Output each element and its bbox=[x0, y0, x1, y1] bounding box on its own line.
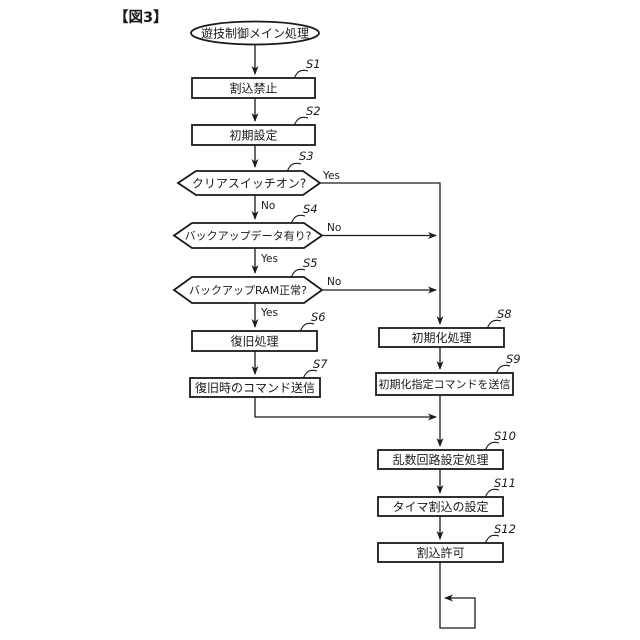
s9-step-label: S9 bbox=[506, 352, 521, 366]
s5-step-label: S5 bbox=[303, 256, 318, 270]
s4-yes-label: Yes bbox=[260, 253, 278, 265]
s11-process-label: タイマ割込の設定 bbox=[392, 499, 488, 514]
s2-process-shape bbox=[191, 124, 316, 146]
step-labels: S1 S2 S3 S4 S5 S6 S7 S8 S9 S10 S11 S12 bbox=[286, 57, 521, 545]
node-start: 遊技制御メイン処理 bbox=[190, 20, 320, 46]
s7-process-shape bbox=[189, 377, 321, 398]
edge-s3-yes-s8 bbox=[320, 182, 444, 325]
s6-process-shape bbox=[191, 330, 318, 352]
s8-step-label: S8 bbox=[497, 307, 512, 321]
node-s12: 割込許可 bbox=[377, 542, 504, 563]
node-s4: バックアップデータ有り? bbox=[172, 222, 324, 249]
s2-step-label: S2 bbox=[306, 104, 321, 118]
node-s2: 初期設定 bbox=[191, 124, 316, 146]
edge-main-loop bbox=[439, 562, 476, 629]
s4-step-label: S4 bbox=[303, 202, 318, 216]
node-s5: バックアップRAM正常? bbox=[172, 276, 324, 304]
s12-process-shape bbox=[377, 542, 504, 563]
node-s6: 復旧処理 bbox=[191, 330, 318, 352]
s11-process-shape bbox=[377, 496, 504, 517]
s10-process-shape bbox=[377, 449, 504, 470]
s1-step-label: S1 bbox=[306, 57, 321, 71]
s5-no-label: No bbox=[327, 276, 341, 288]
s9-process-label: 初期化指定コマンドを送信 bbox=[379, 377, 511, 391]
s6-step-label: S6 bbox=[311, 310, 326, 324]
s10-step-label: S10 bbox=[494, 429, 516, 443]
s1-process-label: 割込禁止 bbox=[229, 81, 277, 96]
s12-process-label: 割込許可 bbox=[416, 545, 464, 560]
branch-labels: Yes No No Yes No Yes bbox=[260, 170, 341, 319]
s6-process-label: 復旧処理 bbox=[230, 334, 278, 349]
s2-process-label: 初期設定 bbox=[229, 128, 277, 143]
s5-yes-label: Yes bbox=[260, 307, 278, 319]
s4-decision-shape bbox=[172, 222, 324, 249]
s11-step-label: S11 bbox=[494, 476, 516, 490]
s7-step-label: S7 bbox=[313, 357, 328, 371]
s9-process-shape bbox=[375, 372, 514, 396]
node-s8: 初期化処理 bbox=[378, 327, 505, 348]
start-terminal-label: 遊技制御メイン処理 bbox=[201, 26, 309, 41]
s4-decision-label: バックアップデータ有り? bbox=[185, 229, 312, 243]
s8-process-shape bbox=[378, 327, 505, 348]
node-s9: 初期化指定コマンドを送信 bbox=[375, 372, 514, 396]
start-terminal-shape bbox=[190, 20, 320, 46]
connectors bbox=[251, 44, 476, 629]
node-s1: 割込禁止 bbox=[191, 77, 316, 99]
s5-decision-label: バックアップRAM正常? bbox=[189, 284, 307, 297]
s5-decision-shape bbox=[172, 276, 324, 304]
s10-process-label: 乱数回路設定処理 bbox=[392, 452, 488, 467]
node-s7: 復旧時のコマンド送信 bbox=[189, 377, 321, 398]
figure-title: 【図3】 bbox=[114, 9, 168, 26]
s3-step-label: S3 bbox=[299, 149, 314, 163]
s1-process-shape bbox=[191, 77, 316, 99]
edge-s7-join bbox=[254, 397, 437, 421]
s7-process-label: 復旧時のコマンド送信 bbox=[195, 380, 315, 395]
node-s11: タイマ割込の設定 bbox=[377, 496, 504, 517]
s3-decision-shape bbox=[176, 170, 322, 196]
node-s10: 乱数回路設定処理 bbox=[377, 449, 504, 470]
s3-yes-label: Yes bbox=[322, 170, 340, 182]
s3-no-label: No bbox=[261, 200, 275, 212]
s8-process-label: 初期化処理 bbox=[411, 331, 471, 345]
s3-decision-label: クリアスイッチオン? bbox=[192, 177, 306, 191]
s12-step-label: S12 bbox=[494, 522, 516, 536]
node-s3: クリアスイッチオン? bbox=[176, 170, 322, 196]
s4-no-label: No bbox=[327, 222, 341, 234]
